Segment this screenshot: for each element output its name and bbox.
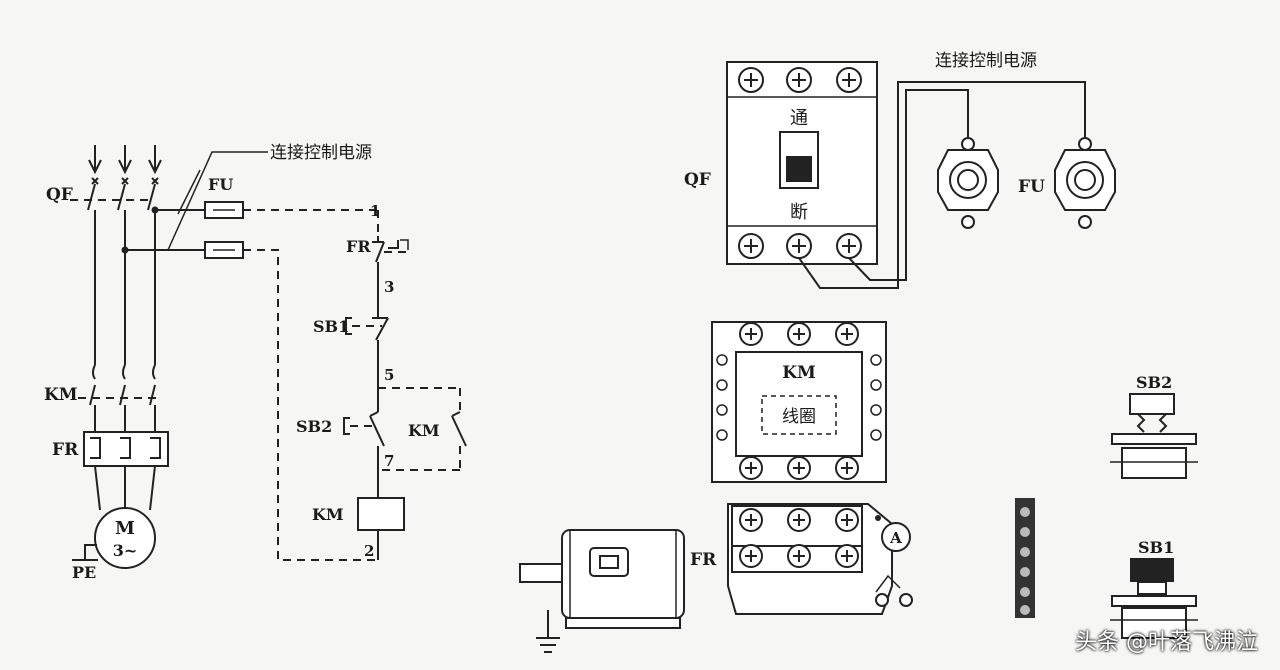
control-circuit: 1 FR 3 SB1 5 SB2 KM	[243, 202, 467, 561]
node-5: 5	[384, 366, 394, 384]
fr-nc-contact	[372, 236, 410, 310]
node-1: 1	[370, 202, 380, 220]
fu-label: FU	[208, 175, 233, 194]
main-circuit: QF FU 连接控制电源 KM	[44, 143, 372, 582]
qf-top-terminals	[727, 67, 877, 98]
pe-label: PE	[72, 563, 96, 582]
motor-device	[519, 529, 685, 653]
control-power-device-label: 连接控制电源	[935, 51, 1037, 71]
control-power-leader-2	[177, 169, 201, 215]
phase-inputs	[88, 145, 162, 175]
km-coil	[357, 497, 405, 531]
control-power-label: 连接控制电源	[270, 143, 372, 163]
qf-to-fuse-wires	[798, 81, 1086, 289]
fuse-1	[937, 137, 999, 229]
sb1-schematic-label: SB1	[313, 317, 349, 336]
control-power-leader	[167, 151, 268, 251]
qf-handle-knob	[786, 156, 812, 182]
ammeter-dial	[881, 522, 911, 552]
km-coil-label: KM	[312, 505, 344, 524]
qf-label: QF	[46, 185, 73, 205]
km-hold-label: KM	[408, 421, 440, 440]
fr-device	[727, 503, 913, 615]
motor-m-label: M	[115, 518, 135, 539]
fuse-2	[1054, 137, 1116, 229]
fr-device-label: FR	[690, 550, 717, 570]
ammeter-label: A	[889, 529, 902, 547]
fr-main-label: FR	[52, 440, 79, 460]
fr-thermal-relay	[83, 431, 169, 511]
sb2-schematic-label: SB2	[296, 417, 332, 436]
sb1-device	[1110, 558, 1198, 639]
km-device-label: KM	[782, 363, 816, 383]
fu-device-label: FU	[1018, 177, 1045, 197]
fuse-taps	[121, 201, 244, 259]
din-rail	[1015, 498, 1035, 618]
motor-symbol: M 3~	[72, 507, 156, 569]
sb2-device-label: SB2	[1136, 373, 1172, 392]
sb1-device-label: SB1	[1138, 538, 1174, 557]
coil-label: 线圈	[782, 407, 816, 427]
km-main-label: KM	[44, 385, 78, 405]
km-main-contacts	[78, 364, 160, 432]
node-2: 2	[364, 542, 374, 560]
sb2-start-button	[343, 372, 467, 500]
qf-breaker-device: 通 断	[726, 61, 878, 265]
qf-off-label: 断	[790, 202, 808, 223]
watermark: 头条 @叶落飞沸泣	[1075, 630, 1258, 655]
sb1-stop-button	[345, 310, 389, 372]
sb2-device	[1110, 393, 1198, 479]
motor-3phase-label: 3~	[113, 541, 138, 560]
node-7: 7	[384, 452, 394, 470]
fr-contact-label: FR	[346, 237, 371, 256]
qf-breaker-symbol	[70, 177, 159, 365]
qf-on-label: 通	[790, 108, 808, 129]
qf-device-label: QF	[684, 170, 711, 190]
node-3: 3	[384, 278, 394, 296]
km-contactor-device	[711, 321, 887, 483]
qf-bottom-terminals	[727, 225, 877, 259]
